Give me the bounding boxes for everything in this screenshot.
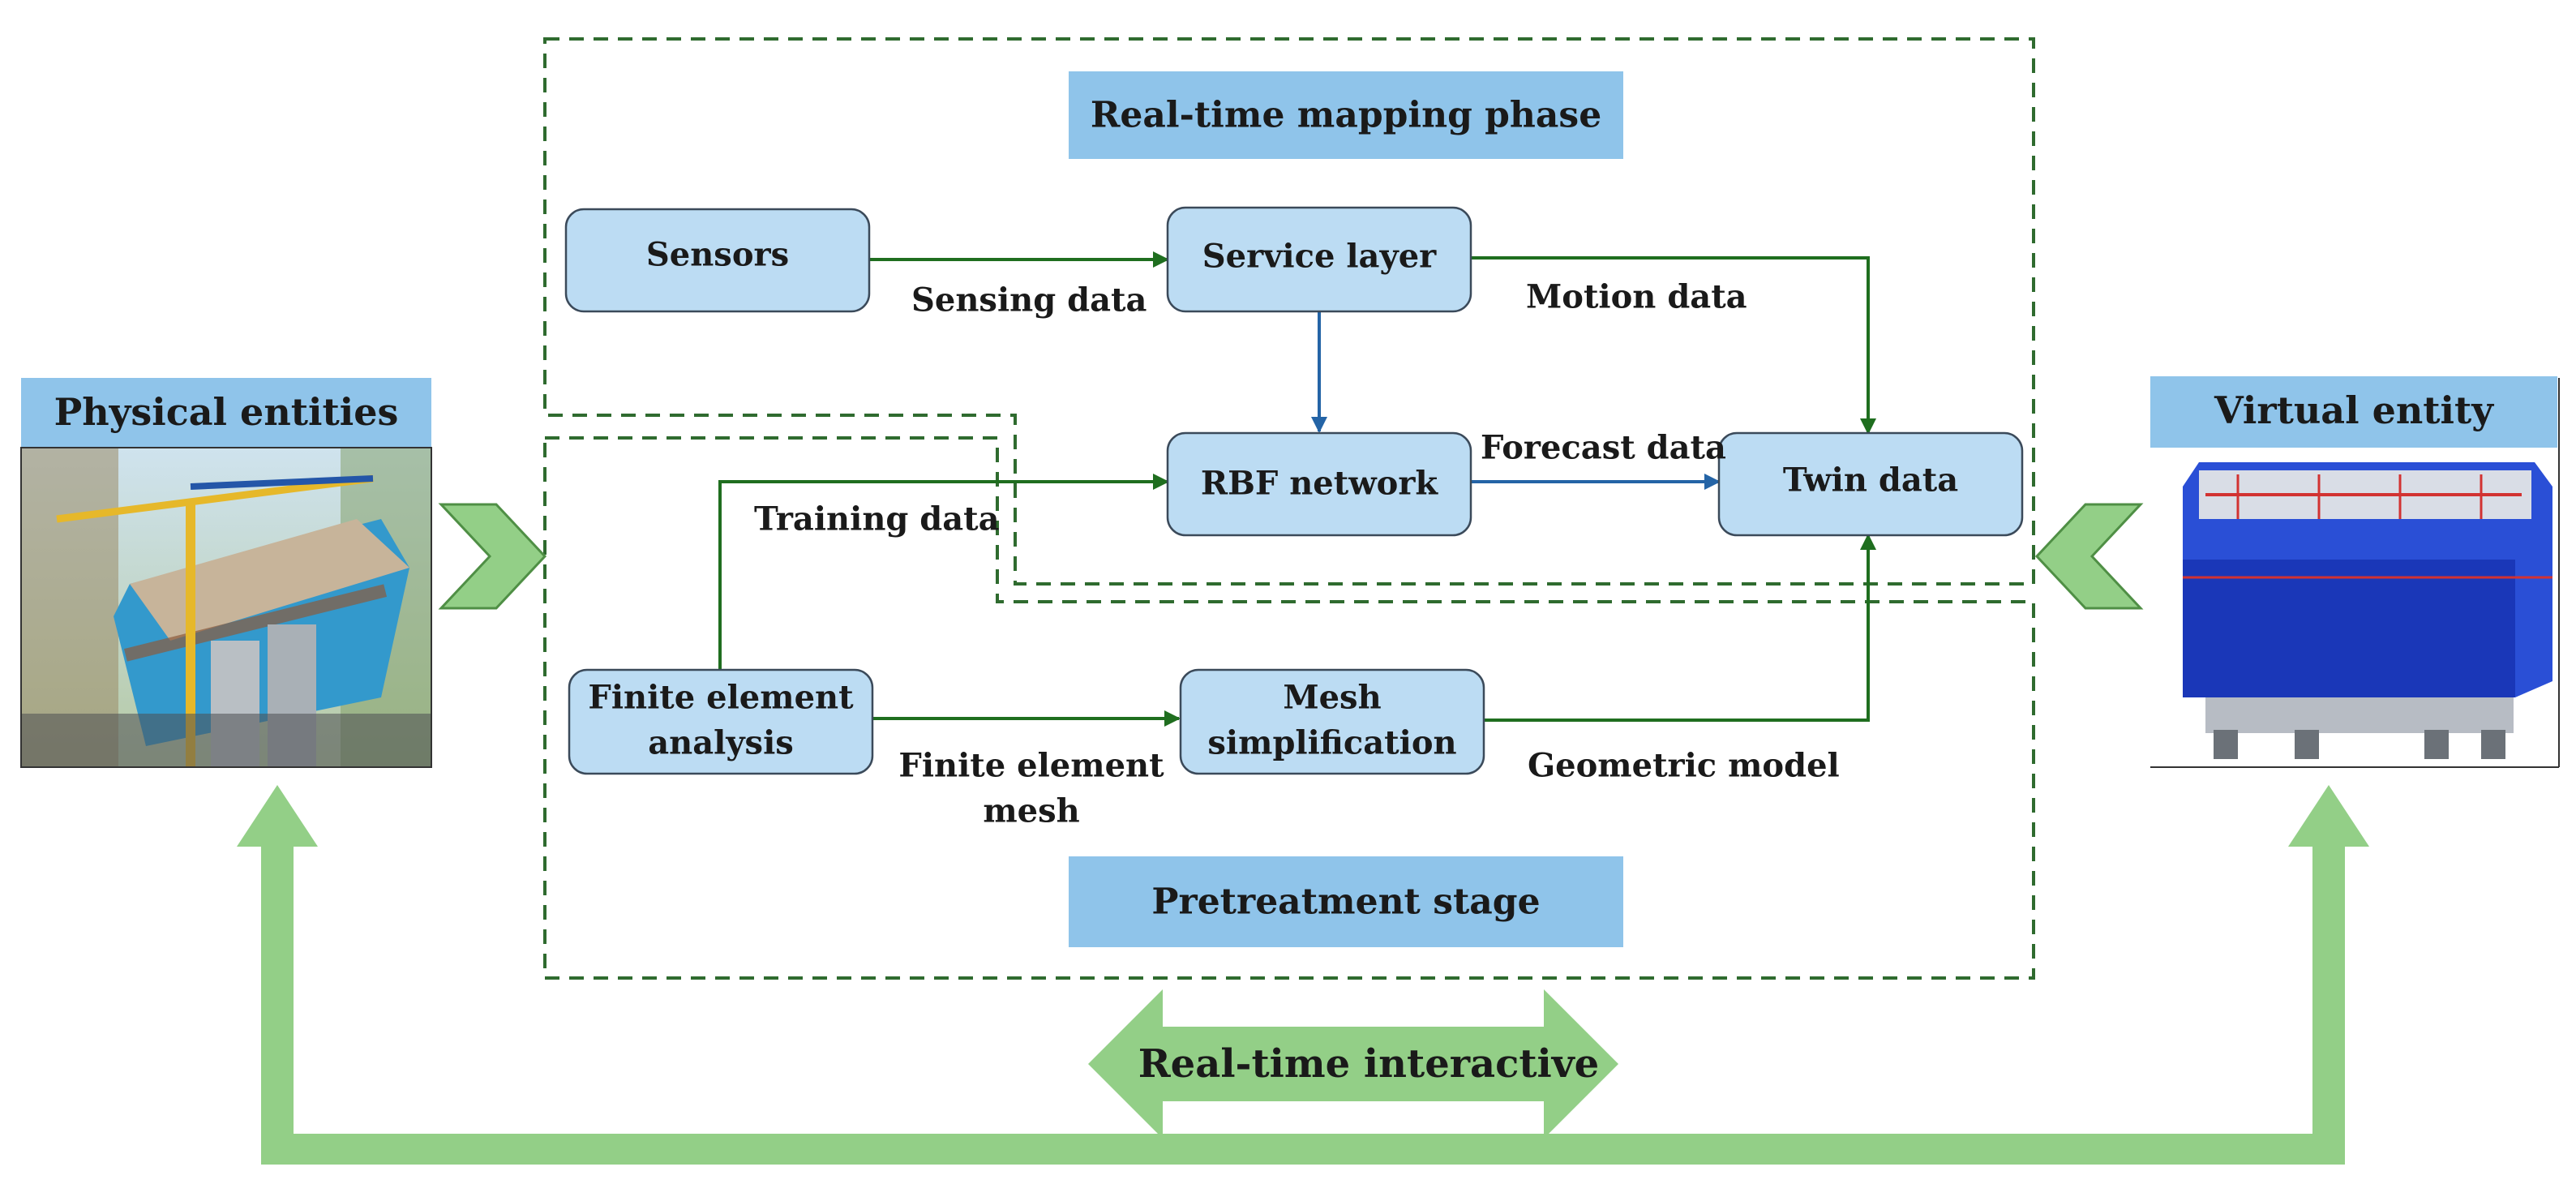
virtual-entity-label: Virtual entity bbox=[2214, 388, 2494, 432]
realtime-phase-boundary bbox=[543, 37, 2035, 586]
real-time-interactive-label: Real-time interactive bbox=[1138, 1041, 1599, 1087]
interaction-loop-arrow bbox=[237, 785, 2369, 1165]
chevron-left-icon bbox=[2034, 503, 2144, 610]
realtime-phase-label: Real-time mapping phase bbox=[1091, 95, 1601, 136]
virtual-entity-panel: Virtual entity bbox=[2150, 376, 2560, 768]
pretreatment-phase-title: Pretreatment stage bbox=[1069, 856, 1623, 947]
sensors-node: Sensors bbox=[564, 208, 871, 313]
realtime-phase-title: Real-time mapping phase bbox=[1069, 71, 1623, 159]
edges bbox=[718, 251, 1876, 727]
construction-site-photo bbox=[20, 447, 432, 768]
edge-mesh-to-twin bbox=[1484, 534, 1876, 722]
physical-entities-panel: Physical entities bbox=[20, 378, 432, 768]
fea-label-line1: Finite element bbox=[588, 679, 854, 717]
bim-model-render bbox=[2150, 378, 2560, 768]
physical-entities-label: Physical entities bbox=[54, 390, 399, 434]
chevron-right-icon bbox=[438, 503, 547, 610]
pretreatment-phase-boundary bbox=[543, 436, 2035, 980]
edge-service-to-twin bbox=[1471, 256, 1876, 435]
pretreatment-phase-label: Pretreatment stage bbox=[1151, 882, 1540, 923]
fea-label-line2: analysis bbox=[648, 724, 794, 762]
twin-data-label: Twin data bbox=[1783, 461, 1958, 500]
forecast-data-label: Forecast data bbox=[1481, 429, 1726, 467]
motion-data-label: Motion data bbox=[1526, 278, 1747, 316]
service-layer-label: Service layer bbox=[1202, 238, 1437, 276]
rbf-network-node: RBF network bbox=[1166, 431, 1472, 537]
fe-mesh-label-line1: Finite element bbox=[898, 747, 1164, 785]
mesh-label-line2: simplification bbox=[1207, 724, 1456, 762]
mesh-label-line1: Mesh bbox=[1283, 679, 1381, 717]
sensing-data-label: Sensing data bbox=[911, 281, 1147, 320]
twin-data-node: Twin data bbox=[1717, 431, 2024, 537]
geometric-model-label: Geometric model bbox=[1528, 747, 1840, 785]
edge-fea-to-rbf bbox=[718, 474, 1169, 670]
real-time-interactive-arrow bbox=[1088, 989, 1618, 1139]
service-layer-node: Service layer bbox=[1166, 206, 1472, 313]
mesh-simplification-node: Mesh simplification bbox=[1179, 668, 1485, 775]
rbf-network-label: RBF network bbox=[1201, 465, 1439, 503]
finite-element-analysis-node: Finite element analysis bbox=[568, 668, 874, 775]
training-data-label: Training data bbox=[754, 500, 1000, 538]
sensors-label: Sensors bbox=[646, 236, 789, 274]
fe-mesh-label-line2: mesh bbox=[983, 792, 1079, 830]
